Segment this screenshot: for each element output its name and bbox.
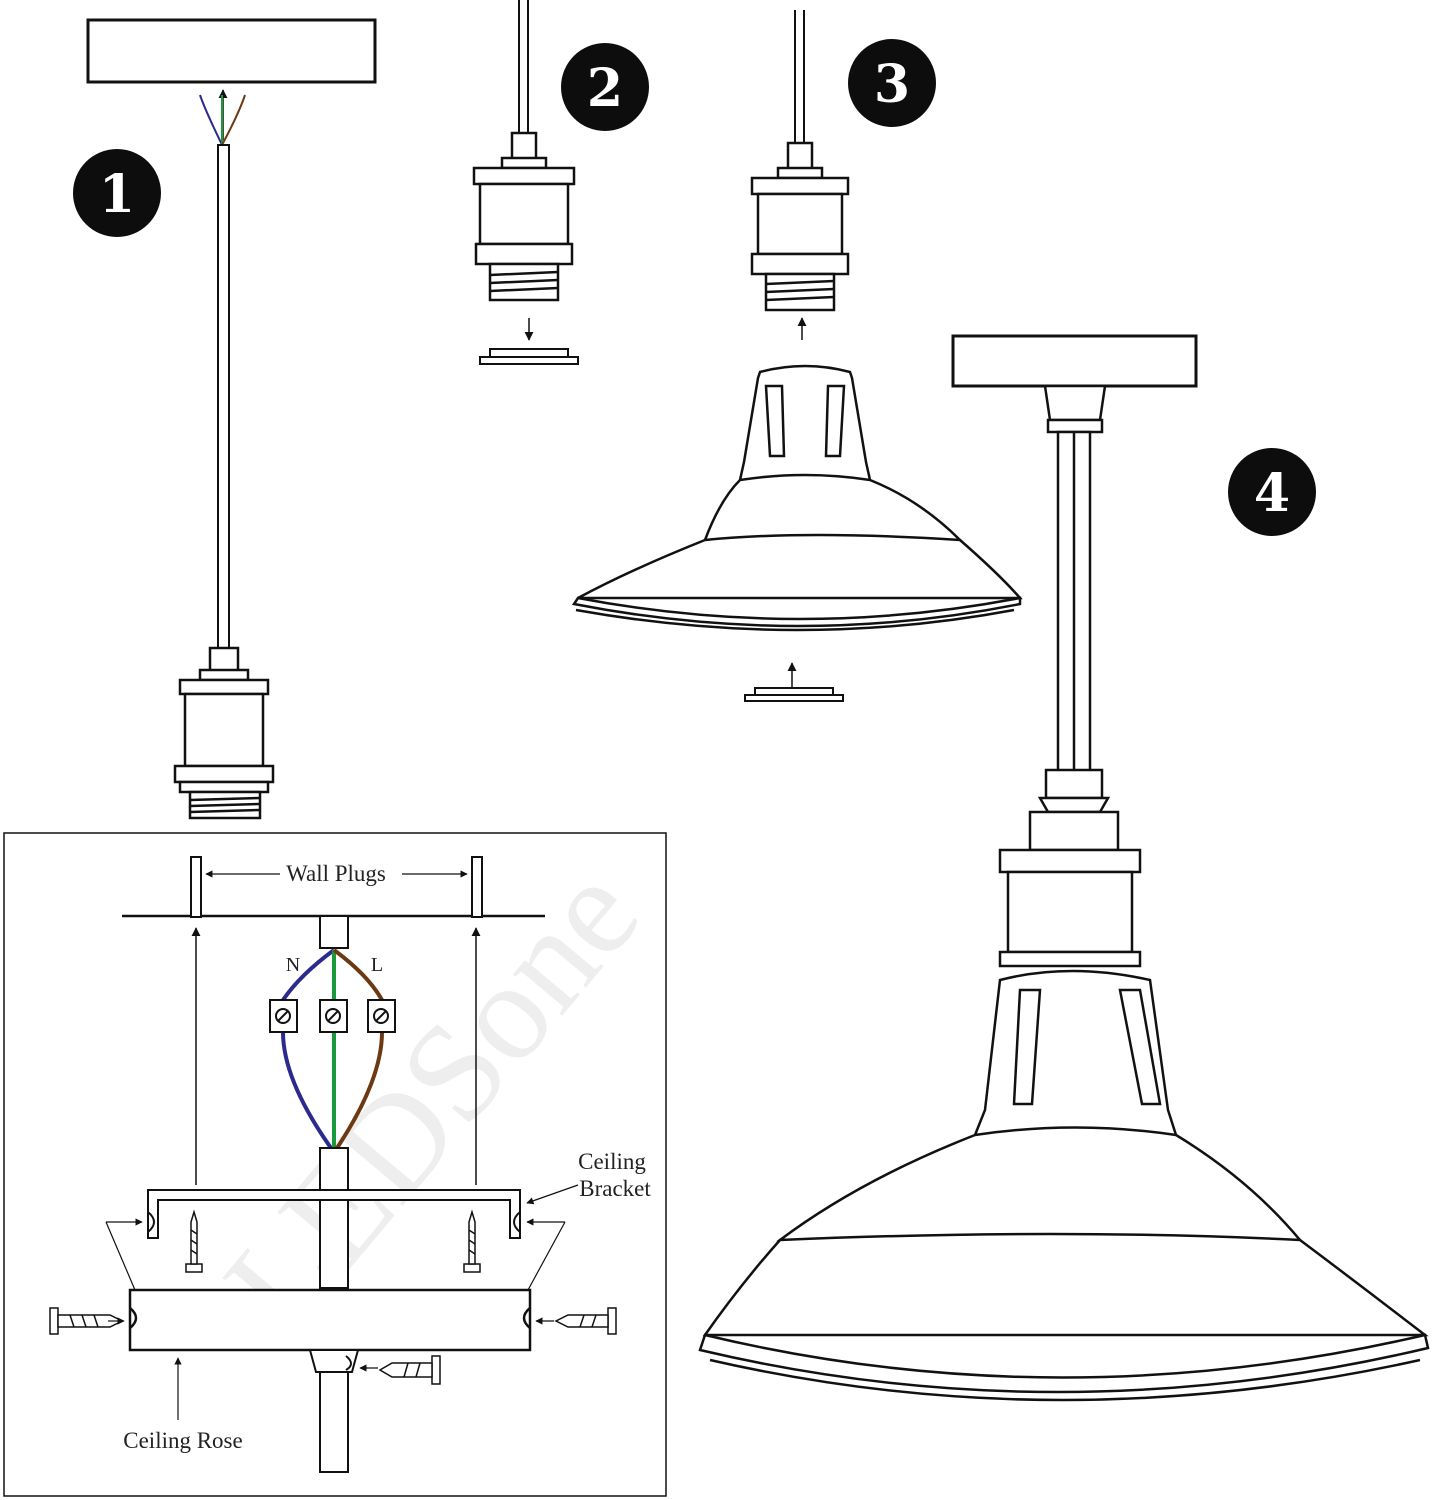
step-4-lamp-holder (998, 768, 1142, 968)
step-2-number: 2 (587, 58, 623, 119)
step-4-number: 4 (1254, 463, 1290, 524)
step-4-badge: 4 (1228, 448, 1316, 536)
step-3-lamp-holder (750, 141, 850, 312)
step-1-blue-wire (199, 94, 223, 146)
step-4-ceiling-plate (951, 334, 1198, 388)
live-wire (332, 948, 384, 1150)
step-3-number: 3 (874, 54, 910, 115)
pendant-cord (319, 1371, 349, 1473)
step-2-panel: 2 (472, 0, 649, 365)
step-3-badge: 3 (848, 39, 936, 127)
step-2-badge: 2 (561, 43, 649, 131)
wall-plugs-label: Wall Plugs (286, 861, 386, 886)
terminal-block-neutral (269, 999, 298, 1033)
step-4-cord-grip (1043, 384, 1107, 434)
step-3-shade (571, 364, 1023, 632)
rose-screw-right (554, 1307, 617, 1335)
cord-grip-screw (378, 1355, 441, 1385)
bracket-screw-right (463, 1209, 481, 1273)
step-2-lamp-holder (472, 131, 576, 302)
step-1-number: 1 (99, 164, 135, 225)
terminal-block-live (367, 999, 396, 1033)
rose-screw-left (49, 1307, 124, 1335)
step-4-panel: 4 (698, 334, 1430, 1402)
live-label: L (371, 954, 383, 976)
ceiling-bracket-label-line1: Ceiling (578, 1149, 646, 1174)
left-wall-plug (190, 856, 202, 918)
step-3-ring (744, 687, 844, 702)
ceiling-bracket (147, 1189, 521, 1239)
step-4-shade (698, 969, 1430, 1402)
step-3-panel: 3 (571, 10, 1023, 702)
right-wall-plug (471, 856, 483, 918)
step-1-brown-wire (221, 94, 246, 146)
ceiling-bracket-label-line2: Bracket (579, 1176, 651, 1201)
step-4-cable (1056, 430, 1092, 774)
ceiling-rose (128, 1288, 532, 1352)
pendant-cable (319, 1147, 349, 1289)
supply-cable-stub (319, 915, 349, 949)
step-1-cable (217, 144, 230, 651)
ceiling-rose-label: Ceiling Rose (123, 1428, 242, 1453)
step-1-badge: 1 (73, 149, 161, 237)
wiring-diagram-panel: LEDSone Wall Plugs N L (3, 832, 669, 1497)
neutral-label: N (286, 954, 300, 976)
step-1-lamp-holder (173, 646, 275, 820)
neutral-wire (281, 948, 336, 1150)
cord-grip (308, 1349, 360, 1373)
bracket-screw-left (185, 1209, 203, 1273)
step-2-ring (479, 348, 579, 365)
terminal-block-earth (319, 999, 348, 1033)
step-1-panel: 1 (73, 18, 377, 820)
step-1-ceiling-plate (86, 18, 377, 84)
